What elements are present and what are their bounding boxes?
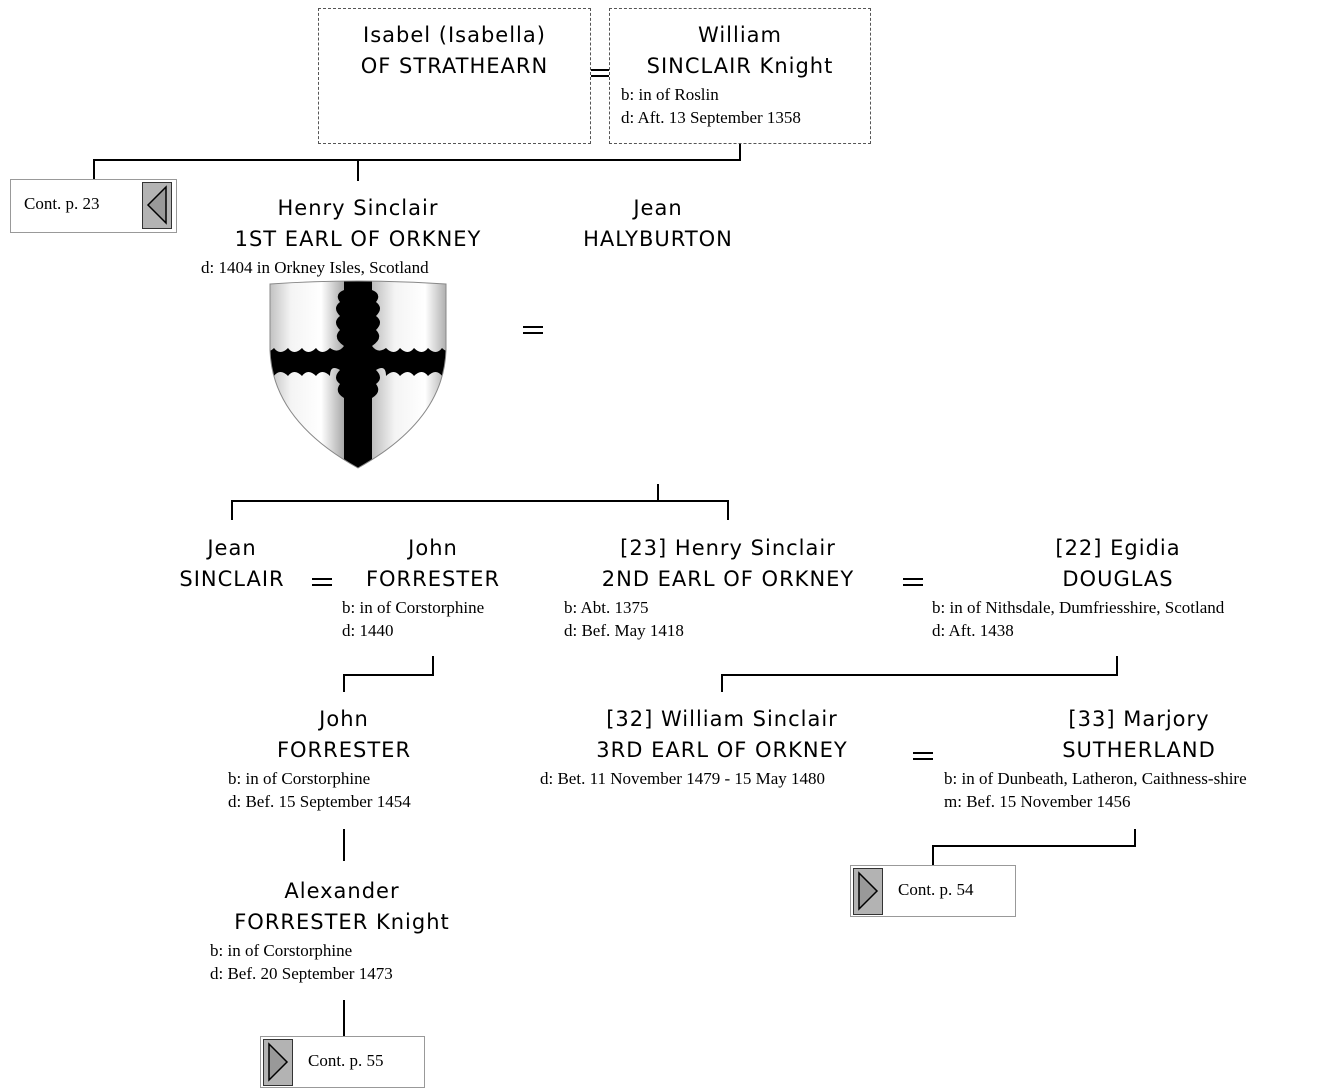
person-given-egidia[interactable]: [22] Egidia: [1055, 536, 1181, 560]
connector-line: [721, 674, 1118, 676]
connector-line: [727, 500, 729, 520]
person-surname-jean-sinclair[interactable]: SINCLAIR: [179, 567, 285, 591]
person-surname-jean-halyburton[interactable]: HALYBURTON: [583, 227, 733, 251]
person-surname-isabel: OF STRATHEARN: [360, 54, 549, 78]
person-given-isabel: Isabel (Isabella): [363, 23, 546, 47]
connector-line: [231, 500, 729, 502]
connector-line: [739, 144, 741, 161]
person-death-william-knight: d: Aft. 13 September 1358: [621, 108, 801, 127]
person-surname-alexander[interactable]: FORRESTER Knight: [234, 910, 450, 934]
person-death-henry2: d: Bef. May 1418: [564, 621, 684, 640]
connector-line: [1116, 656, 1118, 676]
person-given-jean-sinclair[interactable]: Jean: [207, 536, 257, 560]
marriage-symbol-henry1-jean: [523, 326, 543, 334]
person-given-marjory[interactable]: [33] Marjory: [1068, 707, 1210, 731]
connector-line: [932, 845, 934, 865]
triangle-right-icon: [268, 1042, 289, 1082]
person-death-alexander: d: Bef. 20 September 1473: [210, 964, 393, 983]
person-death-william3: d: Bet. 11 November 1479 - 15 May 1480: [540, 769, 826, 788]
connector-line: [343, 674, 345, 692]
continuation-arrow-p55: [263, 1039, 293, 1086]
triangle-left-icon: [146, 185, 167, 225]
connector-line: [93, 159, 741, 161]
person-birth-john-forrester-1: b: in of Corstorphine: [342, 598, 485, 617]
person-surname-william3[interactable]: 3RD EARL OF ORKNEY: [596, 738, 848, 762]
person-death-john-forrester-2: d: Bef. 15 September 1454: [228, 792, 411, 811]
person-death-henry1: d: 1404 in Orkney Isles, Scotland: [201, 258, 429, 277]
continuation-link-p55[interactable]: Cont. p. 55: [260, 1036, 425, 1088]
person-surname-henry2[interactable]: 2ND EARL OF ORKNEY: [601, 567, 855, 591]
continuation-label-p23: Cont. p. 23: [24, 194, 100, 213]
shield-engrailed-cross-icon: [269, 280, 447, 469]
connector-line: [343, 1000, 345, 1036]
continuation-arrow-p54: [853, 868, 883, 915]
person-death-john-forrester-1: d: 1440: [342, 621, 394, 640]
person-given-henry1[interactable]: Henry Sinclair: [277, 196, 439, 220]
marriage-connector-isabel-william: [591, 69, 609, 77]
marriage-symbol-jean-john: [312, 578, 332, 586]
person-marriage-marjory: m: Bef. 15 November 1456: [944, 792, 1131, 811]
person-birth-william-knight: b: in of Roslin: [621, 85, 719, 104]
person-birth-marjory: b: in of Dunbeath, Latheron, Caithness-s…: [944, 769, 1247, 788]
person-surname-egidia[interactable]: DOUGLAS: [1062, 567, 1174, 591]
person-birth-henry2: b: Abt. 1375: [564, 598, 649, 617]
person-box-william-knight[interactable]: [609, 8, 871, 144]
person-given-john-forrester-2[interactable]: John: [319, 707, 369, 731]
person-given-john-forrester-1[interactable]: John: [408, 536, 458, 560]
person-surname-john-forrester-1[interactable]: FORRESTER: [365, 567, 501, 591]
person-birth-alexander: b: in of Corstorphine: [210, 941, 353, 960]
connector-line: [343, 829, 345, 861]
person-birth-john-forrester-2: b: in of Corstorphine: [228, 769, 371, 788]
continuation-label-p55: Cont. p. 55: [308, 1051, 384, 1070]
continuation-arrow-p23: [142, 182, 172, 229]
connector-line: [1134, 829, 1136, 847]
continuation-link-p54[interactable]: Cont. p. 54: [850, 865, 1016, 917]
continuation-link-p23[interactable]: Cont. p. 23: [10, 179, 177, 233]
connector-line: [432, 656, 434, 676]
person-given-william3[interactable]: [32] William Sinclair: [606, 707, 838, 731]
person-birth-egidia: b: in of Nithsdale, Dumfriesshire, Scotl…: [932, 598, 1225, 617]
person-surname-henry1[interactable]: 1ST EARL OF ORKNEY: [234, 227, 482, 251]
person-given-alexander[interactable]: Alexander: [284, 879, 400, 903]
marriage-symbol-william3-marjory: [913, 752, 933, 760]
connector-line: [357, 159, 359, 181]
person-given-henry2[interactable]: [23] Henry Sinclair: [620, 536, 836, 560]
person-given-jean-halyburton[interactable]: Jean: [633, 196, 683, 220]
person-surname-marjory[interactable]: SUTHERLAND: [1062, 738, 1216, 762]
person-box-isabel[interactable]: [318, 8, 591, 144]
connector-line: [721, 674, 723, 692]
marriage-symbol-henry2-egidia: [903, 578, 923, 586]
connector-line: [231, 500, 233, 520]
connector-line: [93, 159, 95, 179]
person-surname-john-forrester-2[interactable]: FORRESTER: [276, 738, 412, 762]
connector-line: [932, 845, 1136, 847]
continuation-label-p54: Cont. p. 54: [898, 880, 974, 899]
person-surname-william-knight: SINCLAIR Knight: [646, 54, 834, 78]
person-death-egidia: d: Aft. 1438: [932, 621, 1014, 640]
connector-line: [657, 484, 659, 502]
connector-line: [343, 674, 434, 676]
person-given-william-knight: William: [698, 23, 782, 47]
triangle-right-icon: [858, 871, 879, 911]
